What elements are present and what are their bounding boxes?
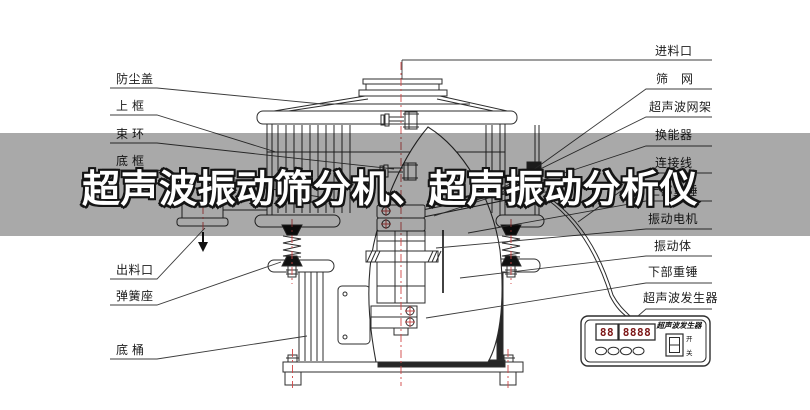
switch-off-label: 关 [686,348,693,357]
label-upper-frame: 上 框 [116,99,145,113]
panel-button[interactable] [620,346,632,356]
display-window-left [595,323,619,341]
panel-button[interactable] [595,346,607,356]
watermark-band [0,133,810,236]
power-switch[interactable] [665,333,684,357]
rim-clamp-bolt [380,111,419,130]
label-dust-cover: 防尘盖 [116,72,154,86]
label-upper-weight: 上部重锤 [648,184,699,198]
label-feed-inlet: 进料口 [655,44,693,58]
switch-on-label: 开 [686,335,693,343]
label-spring-seat: 弹簧座 [116,289,154,303]
leader-lines [110,59,712,360]
label-clamp-ring: 束 环 [116,127,145,141]
label-bottom-barrel: 底 桶 [116,343,145,357]
generator-box [580,315,711,367]
centerlines [202,62,512,388]
label-bottom-frame: 底 框 [116,154,145,168]
label-ultrasonic-generator: 超声波发生器 [643,291,719,305]
discharge-spout [176,187,267,227]
label-ultrasonic-mesh-frame: 超声波网架 [649,100,712,114]
display-window-right [618,323,656,341]
upper-sieve-body [266,124,506,215]
generator-display-left: 88 [600,326,614,339]
panel-button[interactable] [632,346,645,356]
screen-clamp-bolt [379,162,418,181]
bolt-cross-marks [381,206,415,327]
panel-button[interactable] [607,346,620,356]
generator-display-right: 8888 [623,326,652,339]
top-flange-bar [256,110,518,125]
connecting-cable [547,196,631,318]
watermark-text: 超声波振动筛分机、超声振动分析仪 [80,167,700,213]
label-vibration-motor: 振动电机 [648,212,699,226]
label-transducer: 换能器 [655,128,693,142]
label-lower-weight: 下部重锤 [648,265,699,279]
label-vibration-body: 振动体 [654,239,692,253]
feed-inlet-stub [358,78,448,97]
label-connecting-wire: 连接线 [655,156,693,170]
label-discharge-outlet: 出料口 [116,263,154,277]
generator-title: 超声波发生器 [656,321,703,330]
flow-arrows [198,186,598,252]
label-screen-mesh: 筛 网 [656,72,694,86]
dust-cover-dome [267,95,513,113]
